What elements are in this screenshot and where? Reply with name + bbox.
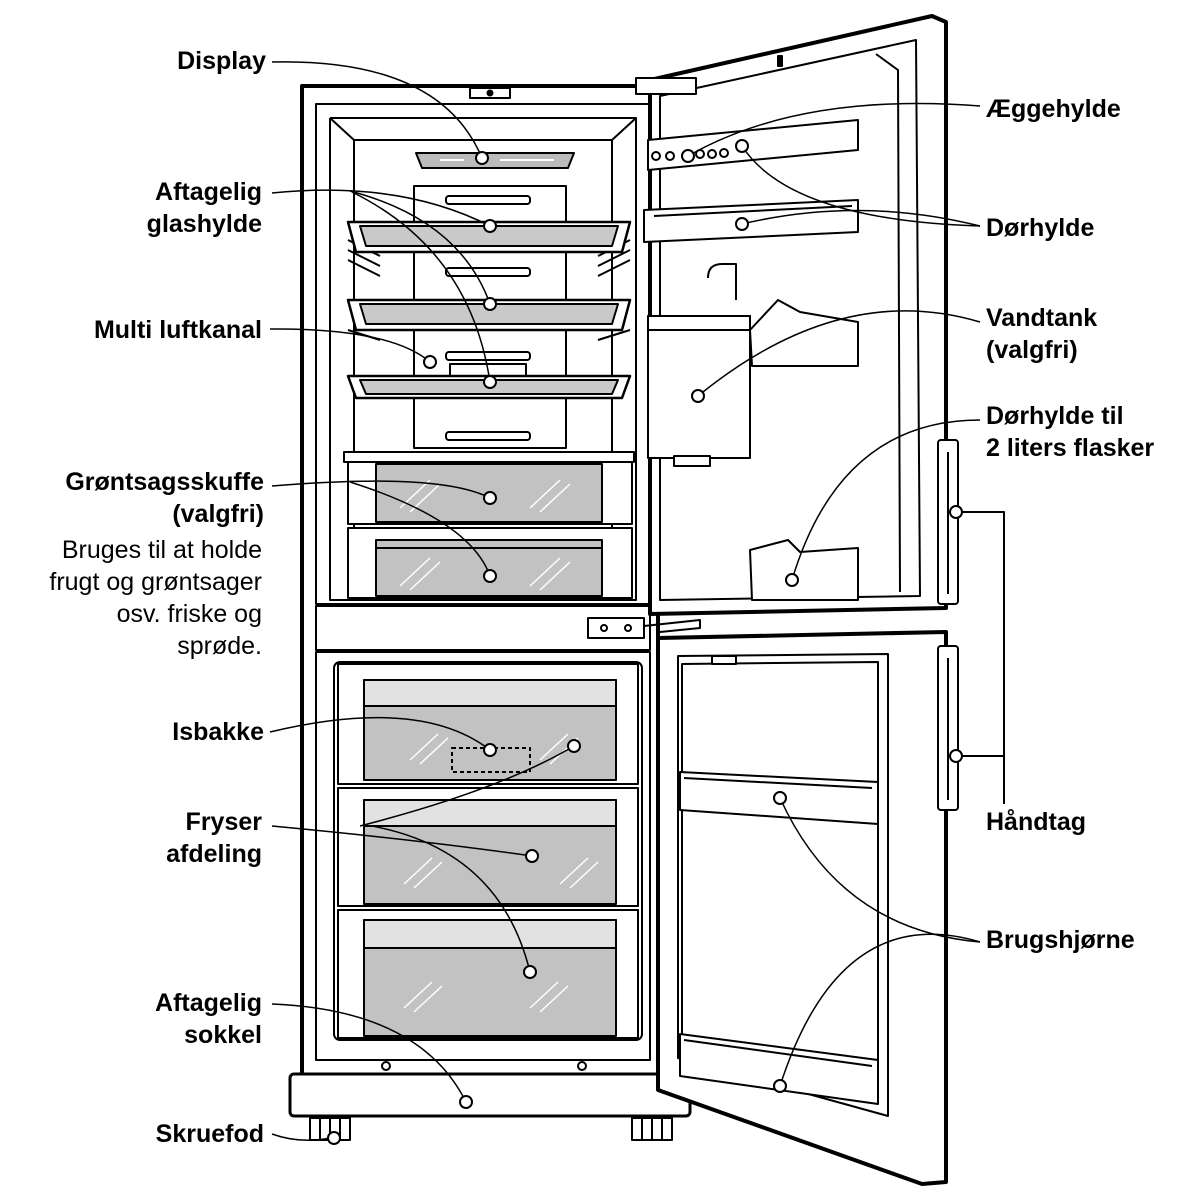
label-display: Display: [177, 45, 266, 77]
label-ice-tray: Isbakke: [172, 716, 264, 748]
display-panel: [415, 152, 575, 169]
label-line: afdeling: [166, 840, 262, 868]
label-line: (valgfri): [172, 500, 264, 528]
label-egg-shelf: Æggehylde: [986, 93, 1121, 125]
label-bottle-shelf: Dørhylde til 2 liters flasker: [986, 400, 1154, 464]
label-line: Aftagelig: [155, 178, 262, 206]
description-line: sprøde.: [177, 632, 262, 660]
label-leveling-foot: Skruefod: [156, 1118, 264, 1150]
label-line: Æggehylde: [986, 95, 1121, 123]
label-glass-shelf: Aftagelig glashylde: [147, 176, 262, 240]
label-line: Brugshjørne: [986, 926, 1135, 954]
label-line: Håndtag: [986, 808, 1086, 836]
label-crisper: Grøntsagsskuffe (valgfri): [65, 466, 264, 530]
middle-hinge: [587, 617, 701, 639]
crisper-drawers: [343, 451, 635, 599]
fridge-door: [635, 14, 959, 616]
freezer-drawers: [333, 661, 643, 1041]
label-water-tank: Vandtank (valgfri): [986, 302, 1097, 366]
label-line: glashylde: [146, 210, 262, 238]
label-line: Display: [177, 47, 266, 75]
label-handle: Håndtag: [986, 806, 1086, 838]
label-line: 2 liters flasker: [986, 434, 1155, 462]
callout-dots: [327, 139, 963, 1145]
freezer-door: [656, 630, 959, 1186]
label-line: Isbakke: [172, 718, 264, 746]
description-line: frugt og grøntsager: [49, 568, 262, 596]
description-line: Bruges til at holde: [61, 536, 262, 564]
label-line: Aftagelig: [155, 989, 262, 1017]
label-base-cover: Aftagelig sokkel: [155, 987, 262, 1051]
label-line: Multi luftkanal: [93, 316, 262, 344]
description-line: osv. friske og: [116, 600, 262, 628]
label-line: Fryser: [185, 808, 262, 836]
label-line: Dørhylde til: [986, 402, 1124, 430]
label-line: (valgfri): [986, 336, 1078, 364]
crisper-description: Bruges til at holde frugt og grøntsager …: [49, 534, 262, 662]
label-air-duct: Multi luftkanal: [94, 314, 262, 346]
base-plinth: [288, 1061, 692, 1141]
handle-bracket: [960, 511, 1005, 804]
label-line: Grøntsagsskuffe: [65, 468, 264, 496]
label-door-shelf: Dørhylde: [986, 212, 1094, 244]
label-utility-corner: Brugshjørne: [986, 924, 1135, 956]
label-line: sokkel: [184, 1021, 262, 1049]
label-line: Skruefod: [155, 1120, 264, 1148]
leader-lines: [269, 61, 981, 1141]
label-freezer: Fryser afdeling: [166, 806, 262, 870]
label-line: Vandtank: [986, 304, 1098, 332]
label-line: Dørhylde: [986, 214, 1095, 242]
